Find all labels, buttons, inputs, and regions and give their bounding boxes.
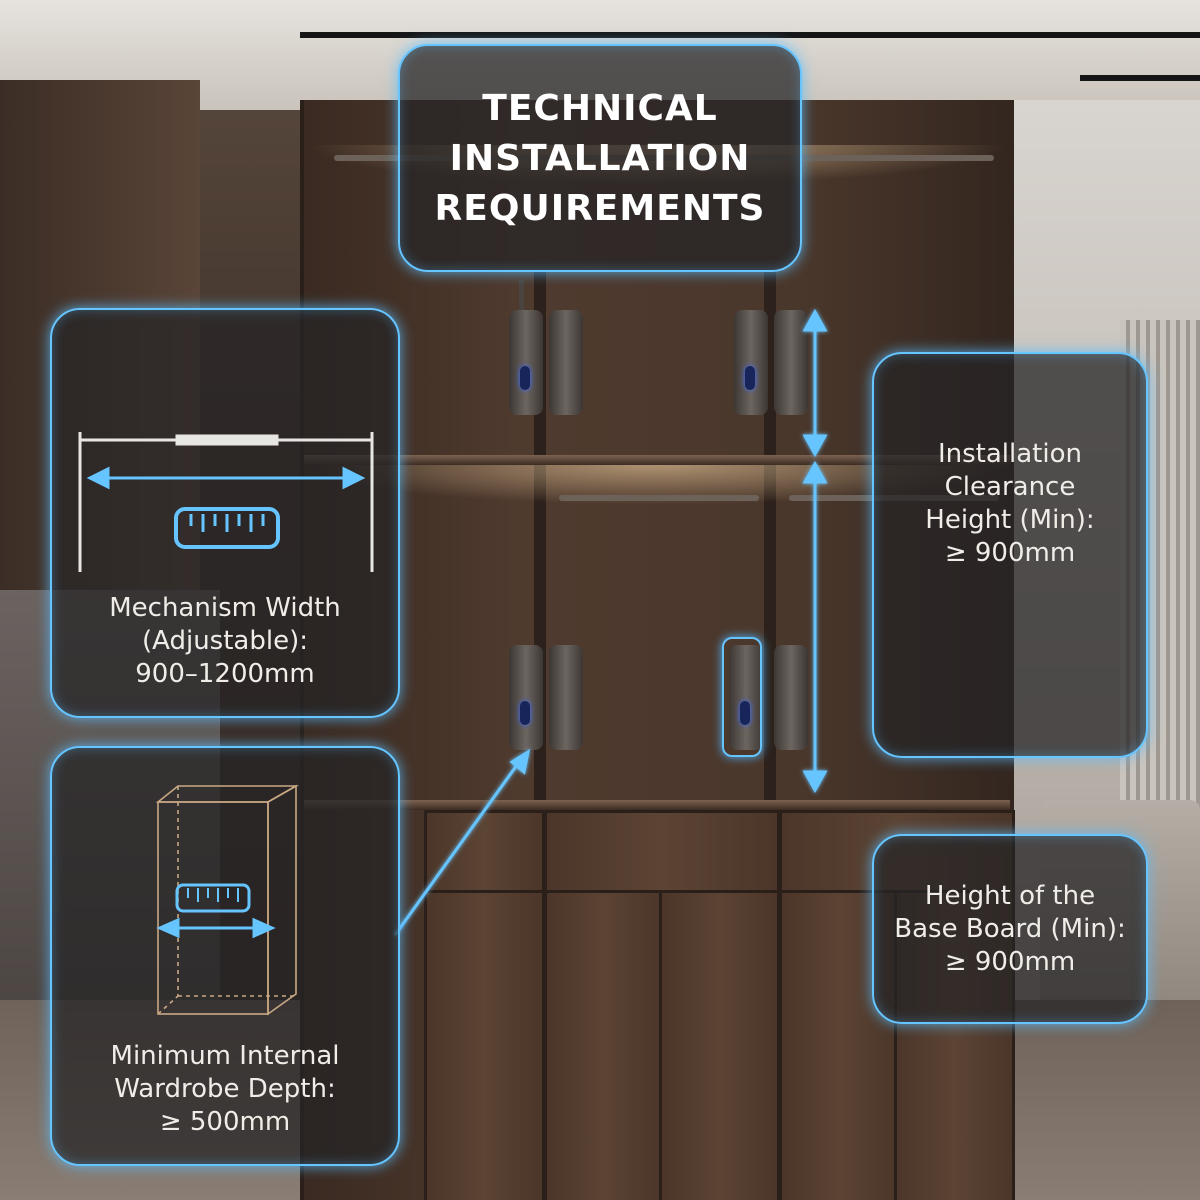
arrow-head <box>802 434 828 458</box>
lift-arm <box>519 280 524 320</box>
wardrobe-shelf <box>304 455 1010 465</box>
pull-down-lift <box>774 645 808 750</box>
highlighted-lift-outline <box>722 637 762 757</box>
wardrobe-depth-label: Minimum Internal Wardrobe Depth: ≥ 500mm <box>110 1041 340 1137</box>
mechanism-width-panel: Mechanism Width (Adjustable): 900–1200mm <box>50 308 400 718</box>
cabinet-door <box>659 890 780 1200</box>
pull-down-lift <box>549 310 583 415</box>
arrow-head <box>509 748 531 775</box>
depth-arrow <box>156 917 276 939</box>
indicator-light <box>745 366 755 390</box>
base-board-panel: Height of the Base Board (Min): ≥ 900mm <box>872 834 1148 1024</box>
clearance-height-label: Installation Clearance Height (Min): ≥ 9… <box>925 439 1095 568</box>
ruler-icon <box>174 507 280 549</box>
pull-down-lift <box>729 645 763 750</box>
mechanism-rod-illustration <box>78 432 374 572</box>
pull-down-lift <box>509 310 543 415</box>
arrow-head <box>802 770 828 794</box>
wardrobe-divider <box>534 270 546 910</box>
wardrobe-rod <box>559 495 759 501</box>
indicator-light <box>520 701 530 725</box>
pull-down-lift <box>549 645 583 750</box>
cabinet-door <box>544 890 665 1200</box>
cabinet-door <box>424 890 545 1200</box>
depth-pointer-arrow <box>393 757 524 936</box>
wardrobe-depth-panel: Minimum Internal Wardrobe Depth: ≥ 500mm <box>50 746 400 1166</box>
wardrobe-divider <box>764 270 776 910</box>
title-panel: TECHNICAL INSTALLATION REQUIREMENTS <box>398 44 802 272</box>
clearance-height-panel: Installation Clearance Height (Min): ≥ 9… <box>872 352 1148 758</box>
indicator-light <box>740 701 750 725</box>
ceiling-light-track <box>300 32 1200 38</box>
arrow-head <box>802 460 828 484</box>
small-ruler-icon <box>175 883 251 913</box>
page-title: TECHNICAL INSTALLATION REQUIREMENTS <box>434 88 766 229</box>
pull-down-lift <box>734 310 768 415</box>
width-arrow <box>86 466 366 490</box>
pull-down-lift <box>509 645 543 750</box>
indicator-light <box>520 366 530 390</box>
ceiling-light-track <box>1080 75 1200 81</box>
wardrobe-shelf <box>304 800 1010 810</box>
mechanism-width-label: Mechanism Width (Adjustable): 900–1200mm <box>109 593 341 689</box>
pull-down-lift <box>774 310 808 415</box>
cabinet-depth-icon <box>155 784 300 1016</box>
arrow-head <box>802 308 828 332</box>
base-board-label: Height of the Base Board (Min): ≥ 900mm <box>894 881 1126 977</box>
